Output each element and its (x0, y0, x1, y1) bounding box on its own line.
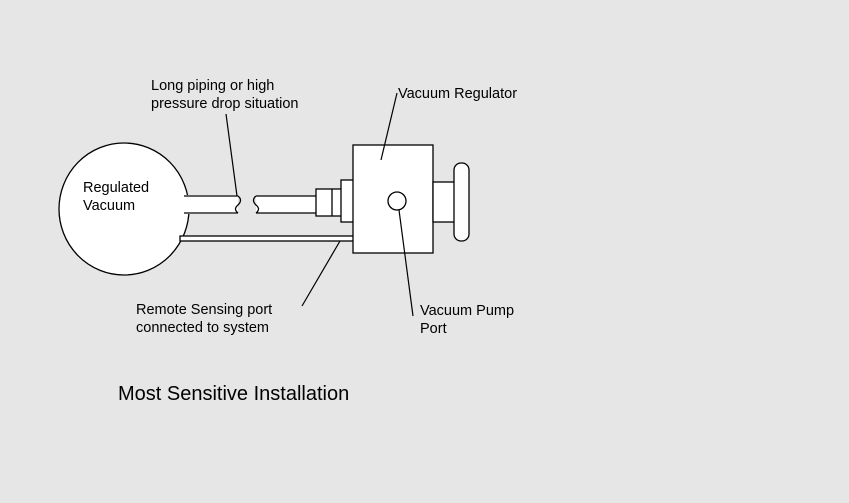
label-regulated-vacuum: Regulated Vacuum (83, 179, 149, 215)
label-line: Vacuum Regulator (398, 86, 518, 102)
label-line: Remote Sensing port (136, 302, 273, 318)
label-line: Vacuum (83, 198, 136, 214)
label-line: Vacuum Pump (420, 303, 515, 319)
adjustment-knob (453, 162, 470, 242)
adjustment-knob-stem (432, 181, 456, 223)
label-line: pressure drop situation (151, 96, 299, 112)
leader-vacuum-pump-port (398, 209, 414, 317)
pipe-break-right (252, 195, 260, 214)
label-long-piping: Long piping or high pressure drop situat… (151, 77, 299, 113)
label-line: Regulated (83, 180, 150, 196)
label-remote-sensing: Remote Sensing port connected to system (136, 301, 272, 337)
pipe-break-left (234, 195, 242, 214)
remote-sensing-line (179, 235, 355, 242)
label-vacuum-pump-port: Vacuum Pump Port (420, 302, 514, 338)
leader-long-piping (225, 113, 238, 197)
label-line: connected to system (136, 320, 269, 336)
vacuum-pump-port (387, 191, 407, 211)
label-line: Long piping or high (151, 78, 275, 94)
label-line: Port (420, 321, 447, 337)
fitting-small (315, 188, 343, 217)
pipe-segment-left (182, 195, 238, 214)
pipe-segment-right (256, 196, 316, 213)
fitting-large (340, 179, 355, 223)
label-vacuum-regulator: Vacuum Regulator (398, 85, 517, 103)
leader-vacuum-regulator (380, 92, 398, 161)
leader-remote-sensing (301, 240, 341, 307)
diagram-caption: Most Sensitive Installation (118, 383, 350, 405)
